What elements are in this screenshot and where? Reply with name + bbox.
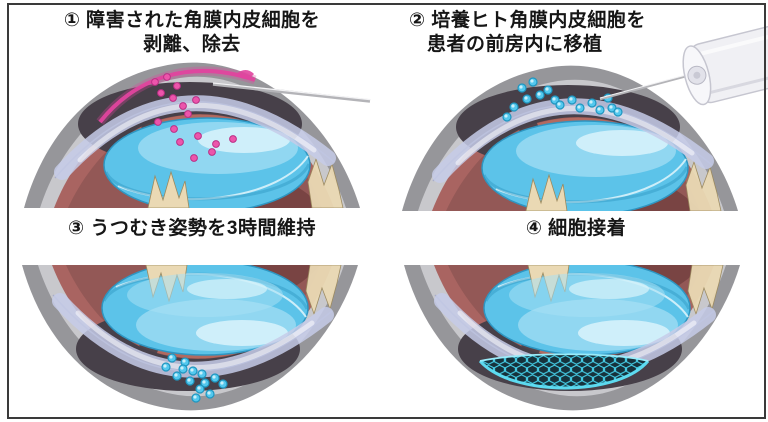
transplanted-cells-cluster [502,77,623,122]
caption-line: ② 培養ヒト角膜内皮細胞を [409,10,646,31]
eye-illustration-step1 [0,0,371,211]
lens-highlight-overlay [509,273,665,317]
panel2-caption: ② 培養ヒト角膜内皮細胞を 患者の前房内に移植 [409,9,646,57]
panel3-caption: ③ うつむき姿勢を3時間維持 [0,217,384,241]
panel-step4-adhesion: ④ 細胞接着 [384,211,768,422]
caption-line: ③ うつむき姿勢を3時間維持 [68,218,316,239]
panel1-caption: ① 障害された角膜内皮細胞を 剥離、除去 [0,9,384,57]
caption-line: ① 障害された角膜内皮細胞を [63,10,321,31]
panel-step1-removal: ① 障害された角膜内皮細胞を 剥離、除去 [0,0,384,211]
needle-icon [212,82,371,103]
adhered-cell-sheet-honeycomb [478,353,650,390]
caption-line: 患者の前房内に移植 [427,34,603,55]
eye-illustration-step3 [0,211,384,422]
eye-illustration-step2 [384,23,768,211]
syringe-icon [599,23,768,106]
caption-line: 剥離、除去 [143,34,241,55]
lens-highlight-overlay [127,273,283,317]
settling-cells-cluster [161,353,228,403]
panel-step3-facedown: ③ うつむき姿勢を3時間維持 [0,211,384,422]
damaged-cells-cluster [151,73,237,162]
panel-step2-injection: ② 培養ヒト角膜内皮細胞を 患者の前房内に移植 [384,0,768,211]
caption-line: ④ 細胞接着 [525,218,627,239]
eye-cross-section [24,63,360,211]
eye-illustration-step4 [384,211,768,422]
panel4-caption: ④ 細胞接着 [384,217,768,241]
